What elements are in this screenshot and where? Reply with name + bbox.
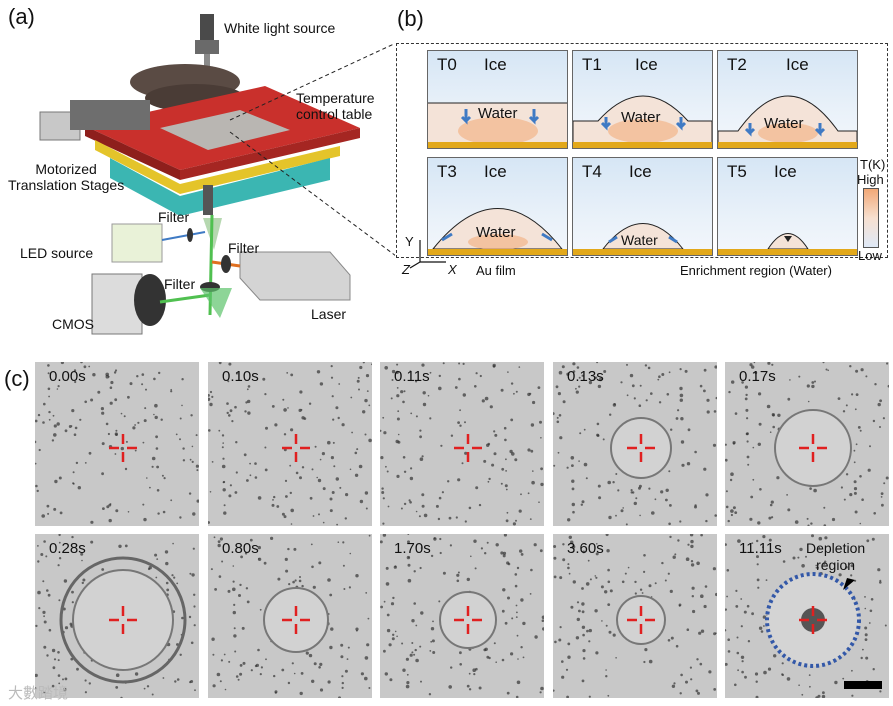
setup-illustration <box>39 14 395 335</box>
ice-label: Ice <box>635 55 658 74</box>
enrichment-label: Enrichment region (Water) <box>680 263 832 278</box>
time-label: T0 <box>437 55 457 74</box>
ice-label: Ice <box>774 162 797 181</box>
panel-c-letter: (c) <box>4 366 30 391</box>
frame-time-label: 11.11s <box>739 540 782 557</box>
ice-label: Ice <box>786 55 809 74</box>
ice-label: Ice <box>484 55 507 74</box>
phase-cell-t1: T1 Ice Water <box>572 50 713 149</box>
watermark: 大數踏境 <box>8 685 69 702</box>
frame-time-label: 0.17s <box>739 368 776 385</box>
frame-time-label: 0.00s <box>49 368 86 385</box>
panel-b-frame <box>396 43 888 258</box>
au-film-strip <box>573 249 712 255</box>
white-light-label: White light source <box>224 20 336 36</box>
panel-a-letter: (a) <box>8 4 35 29</box>
frame-time-label: 0.11s <box>394 368 430 385</box>
micrograph-frame: 0.80s <box>208 534 372 698</box>
au-film-strip <box>428 142 567 148</box>
frame-time-label: 1.70s <box>394 540 431 557</box>
frame-time-label: 0.13s <box>567 368 604 385</box>
au-film-label: Au film <box>476 263 516 278</box>
micrograph-frame: 0.28s <box>35 534 199 698</box>
au-film-strip <box>428 249 567 255</box>
colorbar-low: Low <box>858 248 882 263</box>
ice-label: Ice <box>629 162 652 181</box>
water-label: Water <box>621 109 661 126</box>
time-label: T3 <box>437 162 457 181</box>
water-label: Water <box>476 224 516 241</box>
au-film-strip <box>718 249 857 255</box>
axis-x-label: X <box>448 262 457 277</box>
water-label: Water <box>764 115 804 132</box>
phase-cell-t2: T2 Ice Water <box>717 50 858 149</box>
temperature-colorbar <box>863 188 879 248</box>
filter-label-1: Filter <box>158 209 190 225</box>
au-film-strip <box>718 142 857 148</box>
frame-time-label: 0.80s <box>222 540 259 557</box>
axis-y-label: Y <box>405 234 414 249</box>
cmos-label: CMOS <box>52 316 94 332</box>
filter-label-2: Filter <box>228 240 260 256</box>
micrograph-frame: 0.13s <box>553 362 717 526</box>
au-film-strip <box>573 142 712 148</box>
motorized-label: Motorized Translation Stages <box>8 161 125 193</box>
micrograph-frame: 3.60s <box>553 534 717 698</box>
micrograph-frame: 11.11s <box>725 534 889 698</box>
frame-time-label: 0.10s <box>222 368 259 385</box>
micrograph-frame: 1.70s <box>380 534 544 698</box>
phase-cell-t5: T5 Ice <box>717 157 858 256</box>
filter-label-3: Filter <box>164 276 196 292</box>
water-label: Water <box>478 105 518 122</box>
phase-cell-t3: T3 Ice Water <box>427 157 568 256</box>
temp-table-label: Temperature control table <box>296 90 375 122</box>
time-label: T2 <box>727 55 747 74</box>
frame-time-label: 3.60s <box>567 540 604 557</box>
time-label: T1 <box>582 55 602 74</box>
axis-z-label: Z <box>402 262 410 277</box>
micrograph-frame: 0.00s <box>35 362 199 526</box>
led-label: LED source <box>20 245 94 261</box>
depletion-label: Depletion region <box>806 540 866 573</box>
scale-bar <box>844 681 882 689</box>
micrograph-frame: 0.11s <box>380 362 544 526</box>
phase-cell-t0: T0 Ice Water <box>427 50 568 149</box>
colorbar-high: High <box>857 172 884 187</box>
laser-label: Laser <box>311 306 347 322</box>
panel-b-letter: (b) <box>397 6 424 31</box>
colorbar-title: T(K) <box>860 157 886 172</box>
phase-cell-t4: T4 Ice Water <box>572 157 713 256</box>
frame-time-label: 0.28s <box>49 540 86 557</box>
ice-label: Ice <box>484 162 507 181</box>
axes-glyph <box>409 240 446 269</box>
water-label: Water <box>621 232 658 248</box>
time-label: T4 <box>582 162 602 181</box>
micrograph-frame: 0.17s <box>725 362 889 526</box>
micrograph-frame: 0.10s <box>208 362 372 526</box>
time-label: T5 <box>727 162 747 181</box>
